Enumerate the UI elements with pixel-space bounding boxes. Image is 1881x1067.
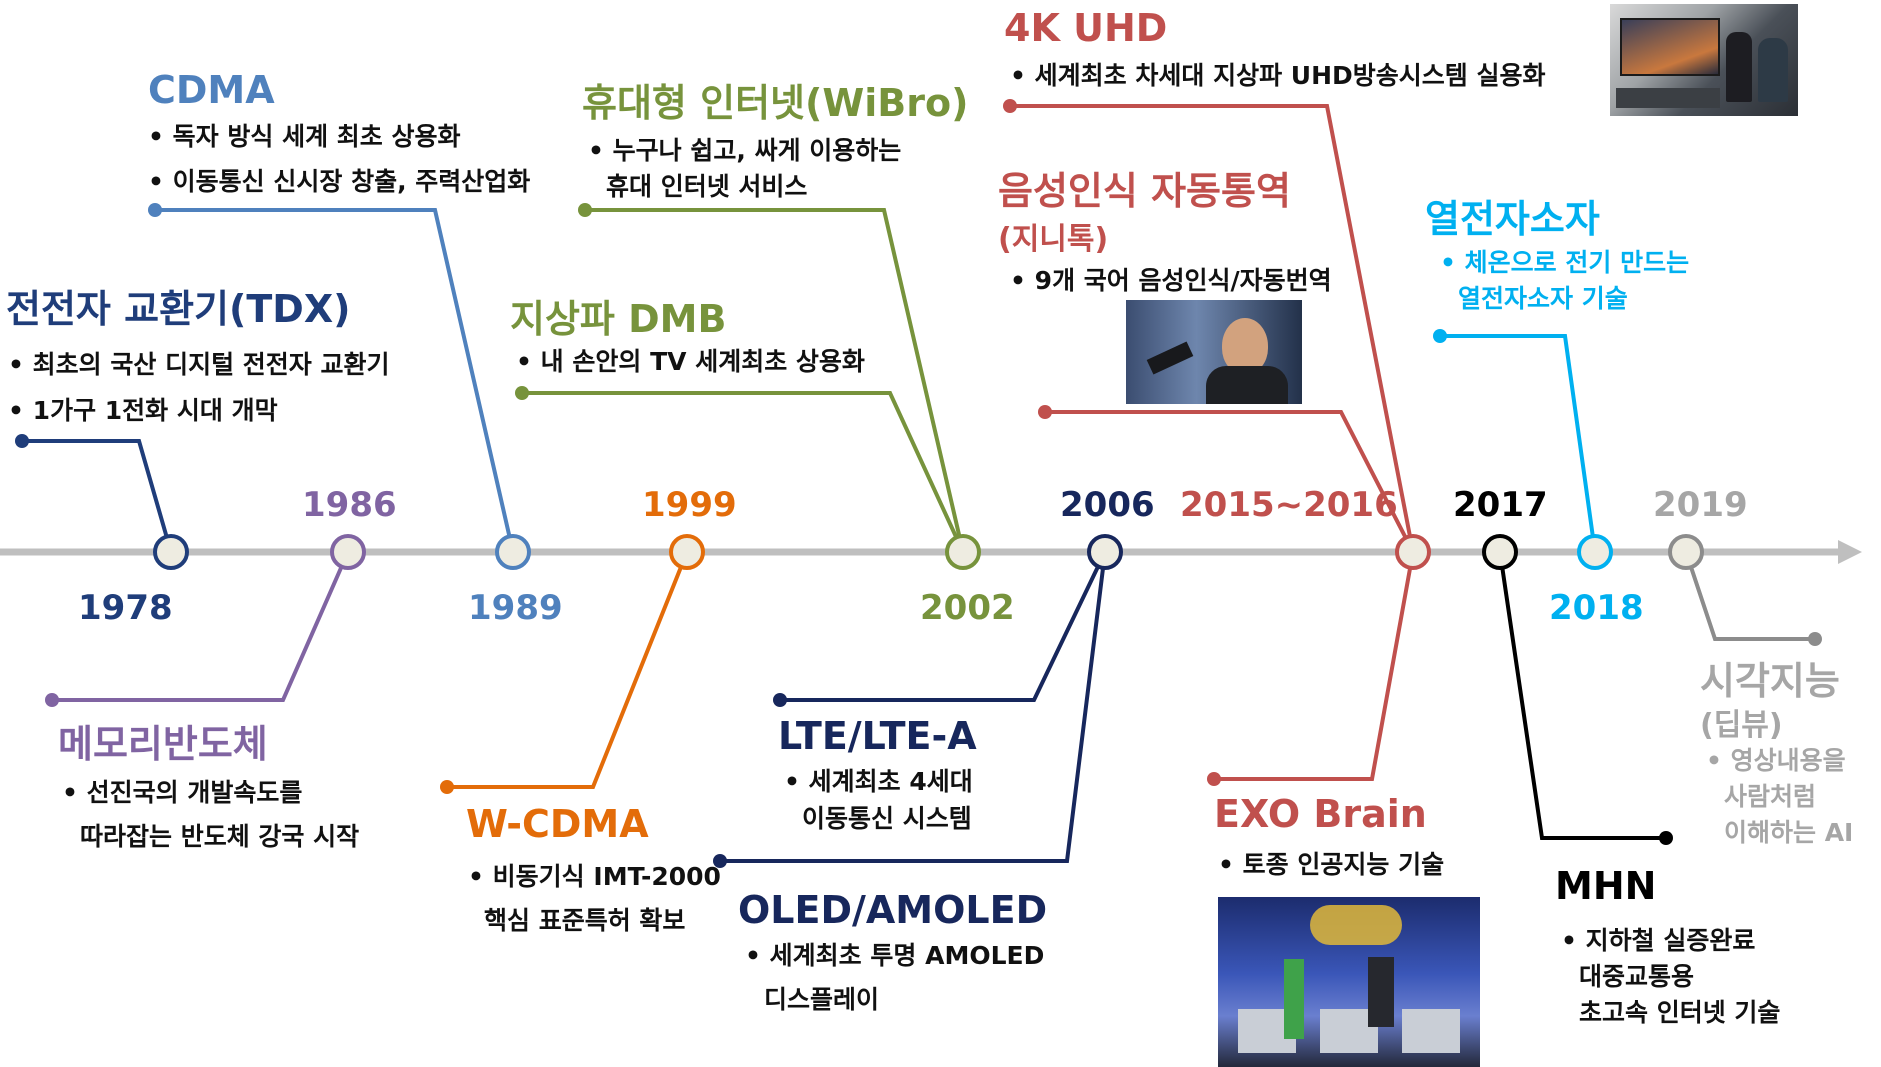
- endpoint-mhn: [1659, 831, 1673, 845]
- node-1989: [495, 534, 531, 570]
- node-1986: [330, 534, 366, 570]
- node-2006: [1087, 534, 1123, 570]
- event-subtitle-vision: (딥뷰): [1700, 708, 1783, 743]
- event-bullet-wcdma-1: • 비동기식 IMT-2000: [468, 862, 721, 891]
- endpoint-memory: [45, 693, 59, 707]
- event-bullet-thermo-2: 열전자소자 기술: [1458, 284, 1628, 313]
- connector-lte: [780, 551, 1107, 702]
- event-bullet-memory-2: 따라잡는 반도체 강국 시작: [80, 822, 360, 851]
- event-bullet-dmb-1: • 내 손안의 TV 세계최초 상용화: [516, 347, 865, 376]
- genie-talk-photo: [1126, 300, 1302, 404]
- year-label-1989: 1989: [468, 588, 563, 628]
- event-bullet-wibro-2: 휴대 인터넷 서비스: [606, 172, 808, 201]
- node-1999: [669, 534, 705, 570]
- year-label-2019: 2019: [1653, 485, 1748, 525]
- endpoint-exo: [1207, 772, 1221, 786]
- year-label-2015-2016: 2015~2016: [1180, 485, 1398, 525]
- endpoint-cdma: [148, 203, 162, 217]
- event-bullet-tdx-1: • 최초의 국산 디지털 전전자 교환기: [8, 350, 390, 379]
- event-title-thermo: 열전자소자: [1425, 197, 1600, 241]
- node-1978: [153, 534, 189, 570]
- node-2019: [1668, 534, 1704, 570]
- event-title-lte: LTE/LTE-A: [778, 714, 977, 758]
- event-title-mhn: MHN: [1555, 864, 1657, 908]
- endpoint-dmb: [515, 386, 529, 400]
- event-bullet-cdma-1: • 독자 방식 세계 최초 상용화: [148, 122, 461, 151]
- exo-brain-quiz-photo: [1218, 897, 1480, 1067]
- event-bullet-vision-3: 이해하는 AI: [1724, 818, 1854, 847]
- connector-voice: [1045, 410, 1415, 553]
- connector-thermo: [1440, 334, 1597, 553]
- event-bullet-memory-1: • 선진국의 개발속도를: [62, 778, 303, 807]
- endpoint-oled: [713, 854, 727, 868]
- event-bullet-mhn-3: 초고속 인터넷 기술: [1579, 998, 1781, 1027]
- timeline-arrowhead: [1838, 540, 1862, 564]
- year-label-2002: 2002: [920, 588, 1015, 628]
- connector-uhd: [1010, 104, 1415, 553]
- event-bullet-lte-1: • 세계최초 4세대: [784, 767, 973, 796]
- event-title-memory: 메모리반도체: [58, 722, 268, 766]
- event-title-oled: OLED/AMOLED: [738, 888, 1048, 932]
- connector-oled: [720, 551, 1107, 863]
- connector-exo: [1214, 551, 1415, 781]
- event-bullet-vision-1: • 영상내용을: [1706, 746, 1846, 775]
- event-bullet-oled-2: 디스플레이: [764, 985, 880, 1014]
- endpoint-wcdma: [440, 780, 454, 794]
- endpoint-wibro: [578, 203, 592, 217]
- event-bullet-vision-2: 사람처럼: [1724, 782, 1817, 811]
- event-bullet-cdma-2: • 이동통신 신시장 창출, 주력산업화: [148, 167, 531, 196]
- event-title-cdma: CDMA: [148, 68, 275, 112]
- connector-memory: [52, 551, 350, 702]
- node-2018: [1577, 534, 1613, 570]
- event-bullet-oled-1: • 세계최초 투명 AMOLED: [745, 941, 1045, 970]
- endpoint-thermo: [1433, 329, 1447, 343]
- endpoint-uhd: [1003, 99, 1017, 113]
- year-label-2017: 2017: [1453, 485, 1548, 525]
- event-title-voice: 음성인식 자동통역: [998, 169, 1291, 213]
- node-2017: [1482, 534, 1518, 570]
- year-label-2006: 2006: [1060, 485, 1155, 525]
- event-title-dmb: 지상파 DMB: [510, 297, 727, 341]
- event-title-wibro: 휴대형 인터넷(WiBro): [582, 81, 969, 125]
- event-bullet-thermo-1: • 체온으로 전기 만드는: [1440, 248, 1690, 277]
- node-2015: [1395, 534, 1431, 570]
- event-bullet-wcdma-2: 핵심 표준특허 확보: [484, 906, 686, 935]
- connector-dmb: [522, 391, 965, 553]
- event-bullet-wibro-1: • 누구나 쉽고, 싸게 이용하는: [588, 136, 902, 165]
- event-bullet-exo-1: • 토종 인공지능 기술: [1218, 850, 1445, 879]
- endpoint-lte: [773, 693, 787, 707]
- event-title-wcdma: W-CDMA: [466, 802, 649, 846]
- connector-wibro: [585, 208, 965, 553]
- year-label-1986: 1986: [302, 485, 397, 525]
- event-title-vision: 시각지능: [1700, 659, 1840, 703]
- node-2002: [945, 534, 981, 570]
- connector-vision: [1684, 551, 1815, 641]
- event-bullet-uhd-1: • 세계최초 차세대 지상파 UHD방송시스템 실용화: [1010, 61, 1546, 90]
- connector-cdma: [155, 208, 515, 553]
- event-title-tdx: 전전자 교환기(TDX): [6, 287, 351, 331]
- event-title-exo: EXO Brain: [1214, 792, 1427, 836]
- connector-tdx: [22, 439, 173, 553]
- event-bullet-lte-2: 이동통신 시스템: [802, 804, 972, 833]
- event-title-uhd: 4K UHD: [1004, 6, 1168, 50]
- uhd-broadcast-photo: [1610, 4, 1798, 116]
- endpoint-tdx: [15, 434, 29, 448]
- year-label-1999: 1999: [642, 485, 737, 525]
- year-label-2018: 2018: [1549, 588, 1644, 628]
- event-bullet-mhn-1: • 지하철 실증완료: [1561, 926, 1756, 955]
- event-bullet-voice-1: • 9개 국어 음성인식/자동번역: [1010, 266, 1332, 295]
- event-bullet-mhn-2: 대중교통용: [1579, 962, 1695, 991]
- event-bullet-tdx-2: • 1가구 1전화 시대 개막: [8, 396, 278, 425]
- connector-mhn: [1498, 551, 1666, 840]
- event-subtitle-voice: (지니톡): [998, 222, 1109, 257]
- year-label-1978: 1978: [78, 588, 173, 628]
- endpoint-voice: [1038, 405, 1052, 419]
- connector-wcdma: [447, 551, 689, 789]
- endpoint-vision: [1808, 632, 1822, 646]
